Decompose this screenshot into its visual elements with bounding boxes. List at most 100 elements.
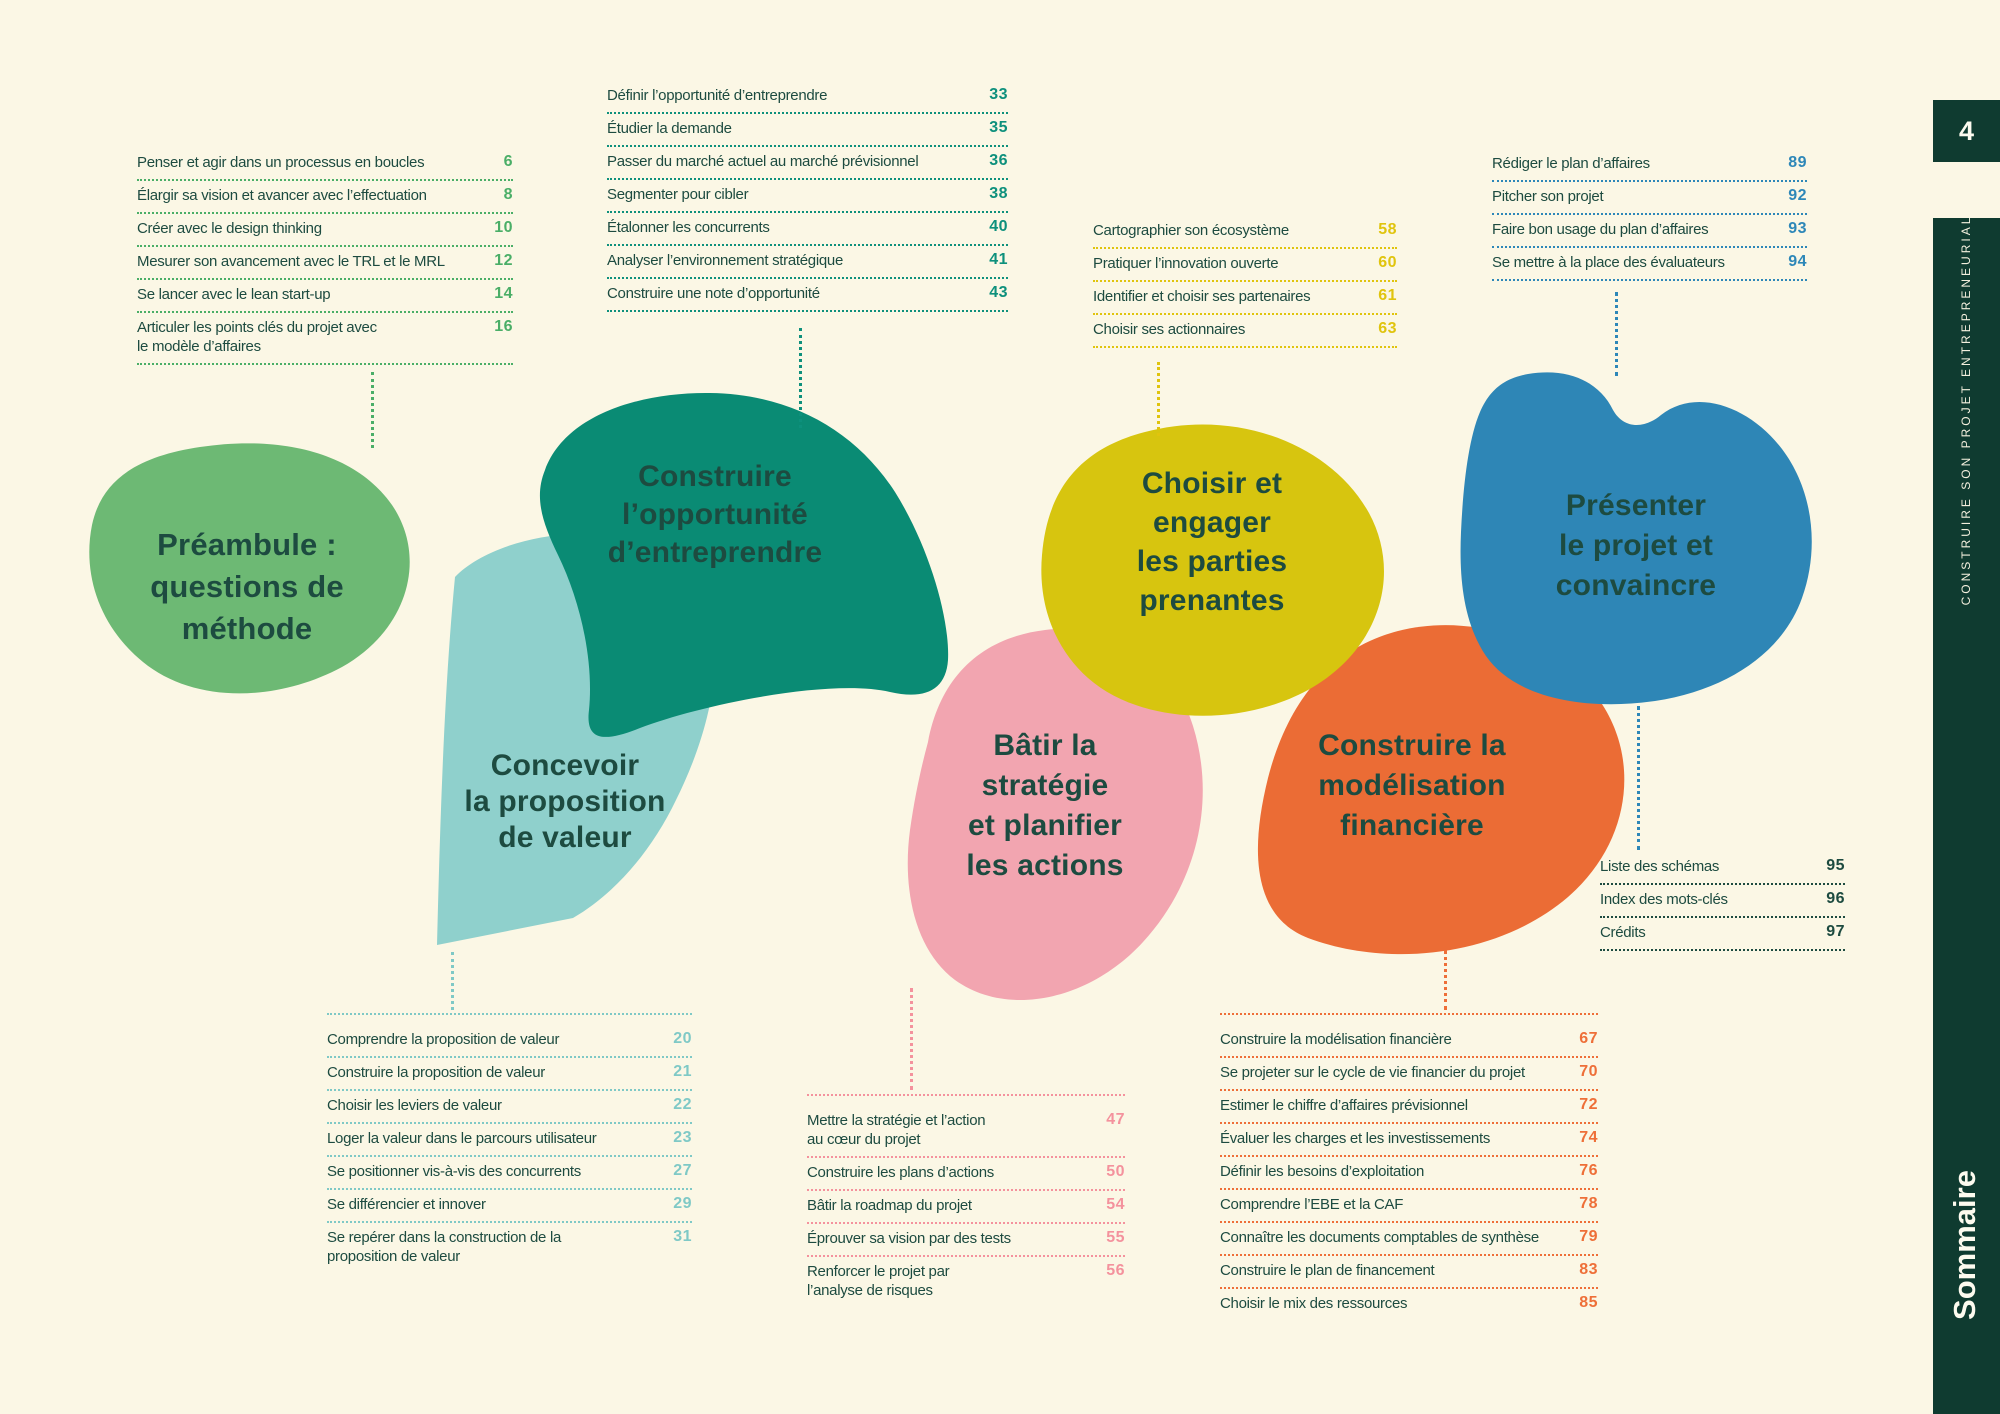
toc-item-label: Comprendre la proposition de valeur (327, 1031, 560, 1048)
toc-row[interactable]: Bâtir la roadmap du projet 54 (807, 1191, 1125, 1224)
toc-row[interactable]: Mesurer son avancement avec le TRL et le… (137, 247, 513, 280)
toc-item-page: 95 (1826, 857, 1845, 874)
toc-row[interactable]: Se positionner vis-à-vis des concurrents… (327, 1157, 692, 1190)
page-number-badge: 4 (1933, 100, 2000, 162)
toc-row[interactable]: Crédits 97 (1600, 918, 1845, 951)
toc-item-page: 61 (1378, 287, 1397, 304)
toc-row[interactable]: Se différencier et innover 29 (327, 1190, 692, 1223)
toc-row[interactable]: Articuler les points clés du projet avec… (137, 313, 513, 365)
toc-row[interactable]: Se lancer avec le lean start-up 14 (137, 280, 513, 313)
toc-list-preambule: Penser et agir dans un processus en bouc… (137, 148, 513, 365)
toc-row[interactable]: Segmenter pour cibler 38 (607, 180, 1008, 213)
toc-item-label: Connaître les documents comptables de sy… (1220, 1229, 1539, 1246)
toc-item-label: Choisir les leviers de valeur (327, 1097, 502, 1114)
toc-item-label: Se projeter sur le cycle de vie financie… (1220, 1064, 1525, 1081)
toc-row[interactable]: Comprendre la proposition de valeur 20 (327, 1025, 692, 1058)
section-title-proposition-valeur: Concevoir la proposition de valeur (464, 749, 666, 854)
toc-item-page: 8 (503, 186, 513, 203)
toc-item-label: Choisir le mix des ressources (1220, 1295, 1408, 1312)
toc-item-label: Articuler les points clés du projet avec (137, 319, 377, 336)
toc-item-label: Se positionner vis-à-vis des concurrents (327, 1163, 581, 1180)
toc-item-page: 29 (673, 1195, 692, 1212)
toc-row[interactable]: Faire bon usage du plan d’affaires 93 (1492, 215, 1807, 248)
section-title-strategie: Bâtir la stratégie et planifier les acti… (966, 729, 1124, 882)
toc-row[interactable]: Construire le plan de financement 83 (1220, 1256, 1598, 1289)
toc-item-label-line2: le modèle d’affaires (137, 338, 261, 355)
blob-modelisation (1257, 625, 1625, 955)
toc-item-label: Se repérer dans la construction de la (327, 1229, 562, 1246)
toc-item-page: 22 (673, 1096, 692, 1113)
toc-row[interactable]: Pratiquer l’innovation ouverte 60 (1093, 249, 1397, 282)
toc-item-page: 38 (989, 185, 1008, 202)
toc-item-label: Se mettre à la place des évaluateurs (1492, 254, 1725, 271)
toc-row[interactable]: Se mettre à la place des évaluateurs 94 (1492, 248, 1807, 281)
toc-row[interactable]: Estimer le chiffre d’affaires prévisionn… (1220, 1091, 1598, 1124)
toc-row[interactable]: Se projeter sur le cycle de vie financie… (1220, 1058, 1598, 1091)
toc-item-label: Segmenter pour cibler (607, 186, 749, 203)
toc-item-label: Crédits (1600, 924, 1646, 941)
toc-list-modelisation: Construire la modélisation financière 67… (1220, 1013, 1598, 1320)
sommaire-tab[interactable]: Sommaire (1947, 1170, 1982, 1320)
toc-row[interactable]: Passer du marché actuel au marché prévis… (607, 147, 1008, 180)
toc-item-label: Identifier et choisir ses partenaires (1093, 288, 1311, 305)
toc-row[interactable]: Analyser l’environnement stratégique 41 (607, 246, 1008, 279)
toc-item-page: 85 (1579, 1294, 1598, 1311)
toc-item-page: 60 (1378, 254, 1397, 271)
toc-item-page: 10 (494, 219, 513, 236)
toc-row[interactable]: Liste des schémas 95 (1600, 852, 1845, 885)
toc-item-label: Passer du marché actuel au marché prévis… (607, 153, 919, 170)
toc-row[interactable]: Se repérer dans la construction de la pro… (327, 1223, 692, 1273)
toc-item-page: 76 (1579, 1162, 1598, 1179)
toc-row[interactable]: Choisir ses actionnaires 63 (1093, 315, 1397, 348)
toc-row[interactable]: Construire la modélisation financière 67 (1220, 1025, 1598, 1058)
toc-item-label: Construire le plan de financement (1220, 1262, 1435, 1279)
toc-item-label: Élargir sa vision et avancer avec l’effe… (137, 187, 427, 204)
toc-item-label: Construire la modélisation financière (1220, 1031, 1452, 1048)
toc-item-page: 33 (989, 86, 1008, 103)
toc-item-page: 96 (1826, 890, 1845, 907)
toc-row[interactable]: Penser et agir dans un processus en bouc… (137, 148, 513, 181)
toc-row[interactable]: Rédiger le plan d’affaires 89 (1492, 149, 1807, 182)
toc-list-annexes: Liste des schémas 95 Index des mots-clés… (1600, 852, 1845, 951)
toc-item-label: Construire une note d’opportunité (607, 285, 820, 302)
toc-row[interactable]: Construire les plans d’actions 50 (807, 1158, 1125, 1191)
connector-presenter (1615, 292, 1618, 376)
toc-row[interactable]: Cartographier son écosystème 58 (1093, 216, 1397, 249)
toc-row[interactable]: Définir l’opportunité d’entreprendre 33 (607, 81, 1008, 114)
toc-row[interactable]: Comprendre l’EBE et la CAF 78 (1220, 1190, 1598, 1223)
toc-item-page: 31 (673, 1228, 692, 1245)
toc-row[interactable]: Évaluer les charges et les investissemen… (1220, 1124, 1598, 1157)
toc-row[interactable]: Choisir les leviers de valeur 22 (327, 1091, 692, 1124)
toc-item-label: Évaluer les charges et les investissemen… (1220, 1130, 1491, 1147)
toc-item-label-line2: proposition de valeur (327, 1248, 460, 1265)
toc-item-page: 93 (1788, 220, 1807, 237)
toc-item-page: 16 (494, 318, 513, 335)
toc-row[interactable]: Créer avec le design thinking 10 (137, 214, 513, 247)
toc-item-label-line2: l’analyse de risques (807, 1282, 933, 1299)
toc-row[interactable]: Identifier et choisir ses partenaires 61 (1093, 282, 1397, 315)
toc-item-label: Créer avec le design thinking (137, 220, 322, 237)
toc-item-label-line2: au cœur du projet (807, 1131, 921, 1148)
toc-row[interactable]: Élargir sa vision et avancer avec l’effe… (137, 181, 513, 214)
toc-item-page: 6 (503, 153, 513, 170)
toc-row[interactable]: Loger la valeur dans le parcours utilisa… (327, 1124, 692, 1157)
toc-row[interactable]: Construire la proposition de valeur 21 (327, 1058, 692, 1091)
toc-row[interactable]: Connaître les documents comptables de sy… (1220, 1223, 1598, 1256)
toc-row[interactable]: Construire une note d’opportunité 43 (607, 279, 1008, 312)
toc-row[interactable]: Étalonner les concurrents 40 (607, 213, 1008, 246)
blob-presenter (1460, 372, 1812, 705)
toc-row[interactable]: Pitcher son projet 92 (1492, 182, 1807, 215)
blob-opportunite (539, 392, 949, 737)
blob-parties-prenantes (1041, 424, 1384, 716)
toc-row[interactable]: Définir les besoins d’exploitation 76 (1220, 1157, 1598, 1190)
sidebar (1933, 218, 2000, 1414)
toc-item-page: 79 (1579, 1228, 1598, 1245)
toc-row[interactable]: Index des mots-clés 96 (1600, 885, 1845, 918)
toc-row[interactable]: Étudier la demande 35 (607, 114, 1008, 147)
toc-row[interactable]: Choisir le mix des ressources 85 (1220, 1289, 1598, 1320)
toc-row[interactable]: Éprouver sa vision par des tests 55 (807, 1224, 1125, 1257)
